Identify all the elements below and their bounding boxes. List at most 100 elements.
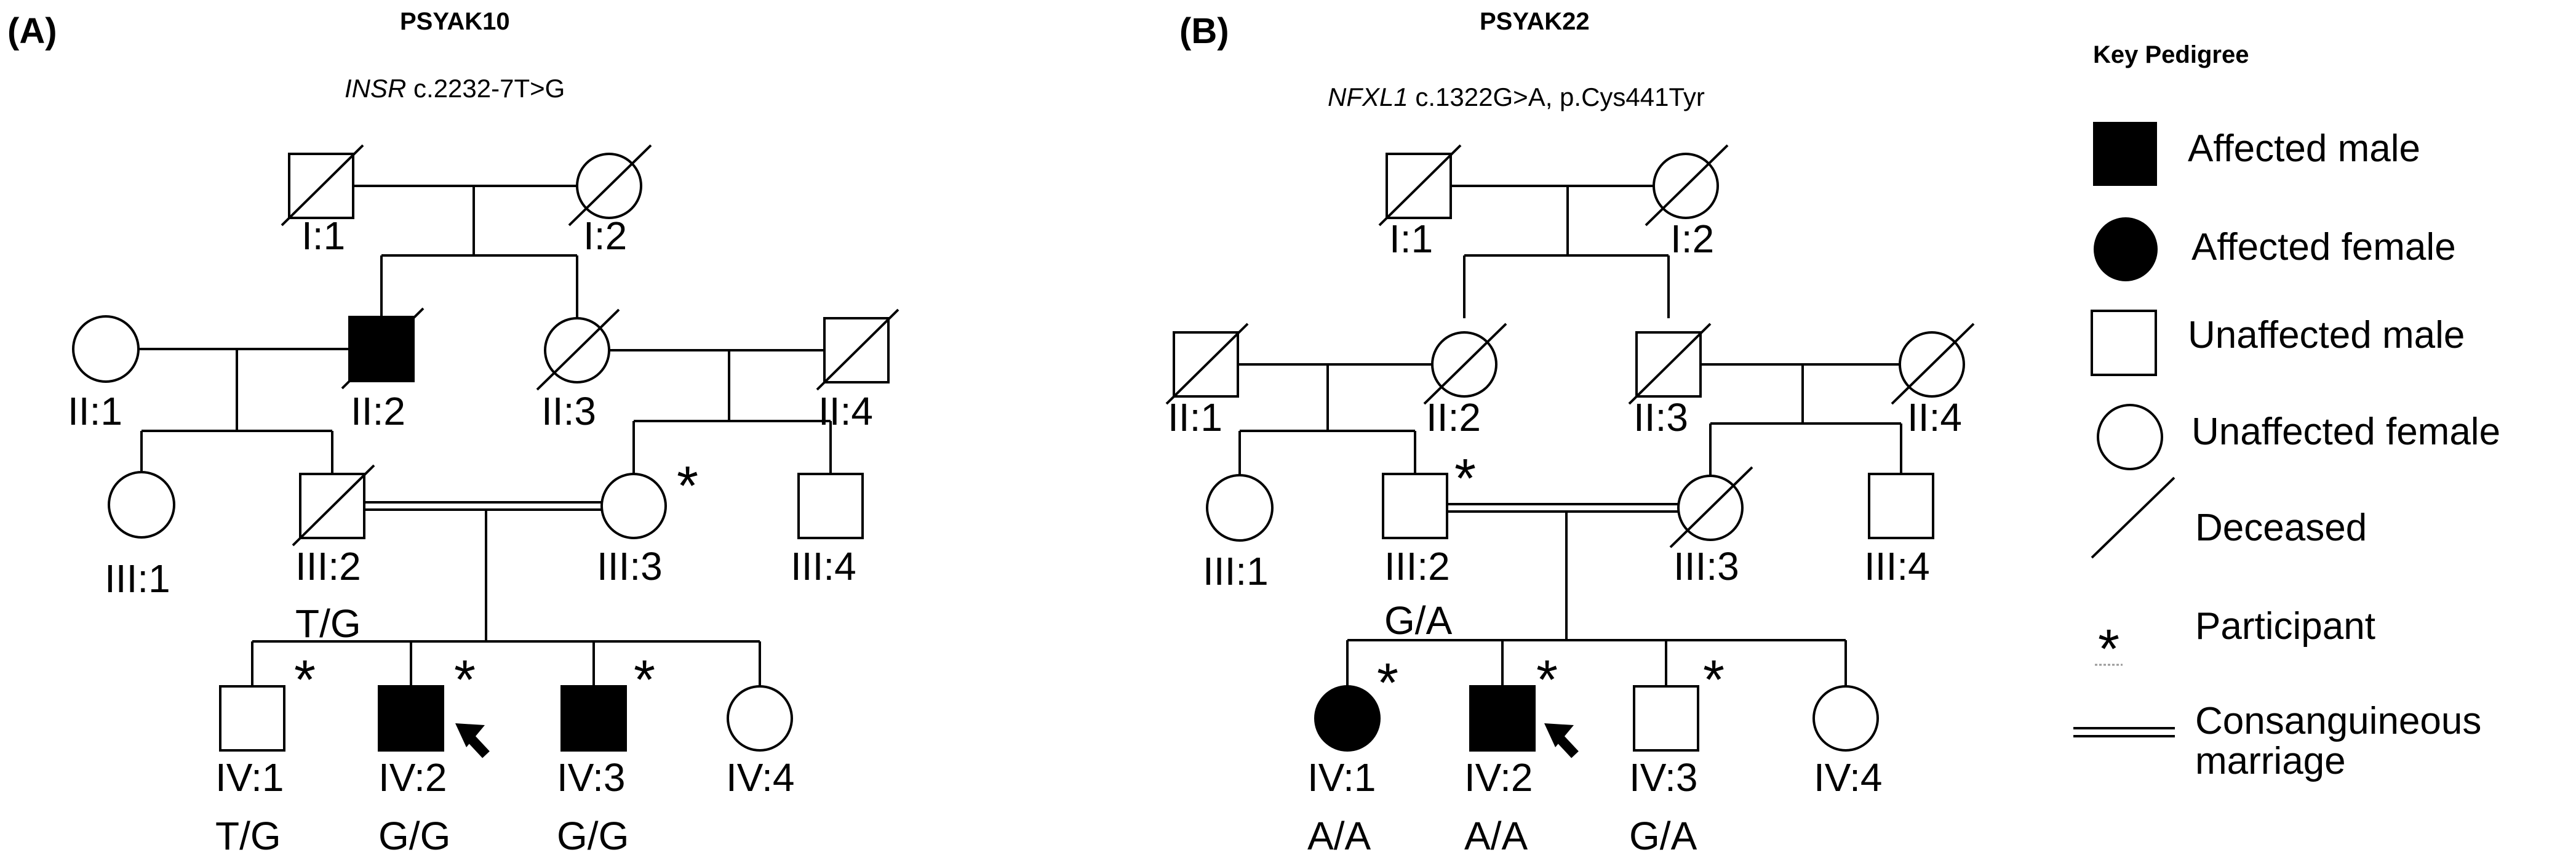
b-II4-deceased-slash [1891, 323, 1975, 405]
legend-affected-female-icon [2094, 217, 2158, 281]
legend-affected-female-label: Affected female [2191, 226, 2456, 268]
b-IV2-participant-mark: * [1536, 649, 1558, 711]
b-IV1-affected-female [1314, 685, 1381, 752]
legend-unaffected-male-label: Unaffected male [2188, 314, 2465, 356]
a-III2-genotype: T/G [295, 601, 361, 646]
legend-participant-label: Participant [2195, 605, 2375, 648]
b-IV3-male [1633, 685, 1699, 752]
a-IV2-proband-arrow-icon [455, 723, 490, 758]
b-IV4-label: IV:4 [1814, 755, 1882, 800]
a-III3-label: III:3 [597, 544, 663, 588]
b-IV3-label: IV:3 [1629, 755, 1697, 800]
panel-a: (A) PSYAK10 INSR c.2232-7T>G I:1 I:2 I [7, 8, 899, 858]
panel-b-variant: c.1322G>A, p.Cys441Tyr [1415, 82, 1704, 111]
a-IV4-female [727, 685, 793, 752]
a-II4-label: II:4 [818, 389, 873, 433]
a-IV1-participant-mark: * [294, 649, 316, 711]
a-I2-label: I:2 [583, 214, 627, 258]
a-III2-label: III:2 [295, 544, 361, 588]
a-II2-label: II:2 [351, 389, 405, 433]
a-II3-label: II:3 [541, 389, 596, 433]
b-III2-label: III:2 [1384, 544, 1450, 588]
a-II3-deceased-slash [536, 308, 620, 391]
b-II1-label: II:1 [1168, 395, 1222, 440]
b-IV3-participant-mark: * [1703, 649, 1725, 711]
a-IV3-participant-mark: * [634, 649, 655, 711]
a-II1-female [72, 315, 140, 383]
b-IV3-genotype: G/A [1629, 814, 1697, 858]
a-III4-male [797, 473, 864, 539]
a-IV1-label: IV:1 [215, 755, 284, 800]
a-III2-deceased-slash [292, 464, 375, 547]
b-III2-male [1382, 473, 1448, 539]
b-II3-label: II:3 [1633, 395, 1688, 440]
panel-b-variant-line: NFXL1 c.1322G>A, p.Cys441Tyr [1328, 82, 1705, 111]
a-II4-deceased-slash [816, 308, 899, 391]
a-III3-participant-mark: * [677, 456, 698, 517]
b-I2-deceased-slash [1645, 144, 1729, 227]
panel-a-variant-line: INSR c.2232-7T>G [345, 74, 565, 103]
b-IV2-label: IV:2 [1464, 755, 1533, 800]
b-III4-male [1868, 473, 1934, 539]
legend: Key Pedigree Affected male Affected fema… [2073, 41, 2500, 782]
b-III2-genotype: G/A [1384, 598, 1453, 643]
panel-a-gene: INSR [345, 74, 406, 103]
b-III1-female [1206, 474, 1274, 542]
b-II2-deceased-slash [1423, 323, 1507, 405]
a-IV2-label: IV:2 [378, 755, 447, 800]
legend-deceased-label: Deceased [2195, 507, 2367, 549]
b-III3-label: III:3 [1673, 544, 1739, 588]
a-I2-deceased-slash [568, 144, 652, 227]
legend-unaffected-female-icon [2097, 404, 2163, 470]
a-I1-deceased-slash [281, 144, 364, 227]
a-IV3-label: IV:3 [557, 755, 625, 800]
b-III3-deceased-slash [1669, 466, 1753, 548]
panel-a-variant: c.2232-7T>G [413, 74, 565, 103]
a-IV1-genotype: T/G [215, 814, 281, 858]
a-IV2-genotype: G/G [378, 814, 450, 858]
b-III1-label: III:1 [1203, 549, 1269, 593]
legend-unaffected-male-icon [2091, 310, 2157, 376]
a-IV4-label: IV:4 [726, 755, 794, 800]
a-IV1-male [219, 685, 285, 752]
a-I1-label: I:1 [301, 214, 345, 258]
panel-a-label: (A) [7, 11, 57, 51]
b-II3-deceased-slash [1628, 323, 1712, 405]
b-II4-label: II:4 [1907, 395, 1962, 440]
b-IV4-female [1812, 685, 1879, 752]
legend-consanguineous-label-1: Consanguineous [2195, 700, 2481, 742]
b-IV2-proband-arrow-icon [1544, 723, 1579, 758]
b-III2-participant-mark: * [1454, 448, 1476, 510]
b-IV2-affected-male [1469, 685, 1536, 752]
legend-affected-male-label: Affected male [2188, 127, 2420, 170]
panel-b: (B) PSYAK22 NFXL1 c.1322G>A, p.Cys441Tyr… [1165, 8, 1975, 858]
b-II1-deceased-slash [1165, 323, 1249, 405]
a-III1-female [108, 471, 175, 539]
panel-b-family-id: PSYAK22 [1480, 8, 1590, 35]
a-II2-deceased-slash [341, 307, 425, 390]
a-III1-label: III:1 [105, 556, 170, 601]
panel-b-gene: NFXL1 [1328, 82, 1408, 111]
b-IV1-label: IV:1 [1307, 755, 1376, 800]
b-III4-label: III:4 [1864, 544, 1930, 588]
a-IV3-genotype: G/G [557, 814, 629, 858]
b-I2-label: I:2 [1670, 217, 1714, 261]
a-III4-label: III:4 [791, 544, 856, 588]
a-IV2-participant-mark: * [454, 649, 476, 711]
a-IV2-affected-male [378, 685, 444, 752]
panel-b-label: (B) [1179, 11, 1229, 51]
b-IV1-participant-mark: * [1377, 652, 1398, 714]
legend-participant-icon: * [2098, 619, 2119, 680]
b-IV2-genotype: A/A [1464, 814, 1528, 858]
legend-deceased-icon [2091, 476, 2175, 559]
a-II1-label: II:1 [68, 389, 122, 433]
b-I1-label: I:1 [1389, 217, 1433, 261]
a-IV3-affected-male [560, 685, 627, 752]
legend-title: Key Pedigree [2093, 41, 2249, 68]
legend-consanguineous-label-2: marriage [2195, 740, 2346, 782]
a-III3-female [600, 473, 667, 539]
panel-a-family-id: PSYAK10 [400, 8, 510, 35]
b-IV1-genotype: A/A [1307, 814, 1371, 858]
legend-unaffected-female-label: Unaffected female [2191, 411, 2500, 453]
